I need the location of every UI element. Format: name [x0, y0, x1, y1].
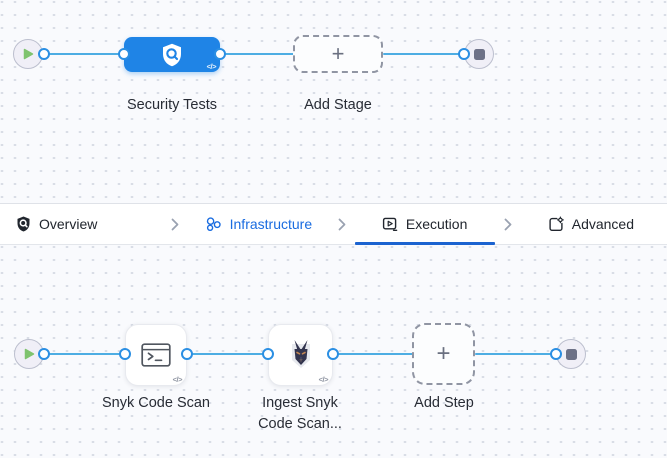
code-badge: </> [206, 61, 217, 71]
pipeline-end-node [464, 39, 494, 69]
snyk-dog-icon [291, 340, 310, 368]
tab-advanced[interactable]: Advanced [515, 204, 667, 244]
step-node-snyk-code-scan[interactable]: </> [125, 324, 187, 386]
start-out-port[interactable] [38, 48, 50, 60]
execution-step-canvas: </> Snyk Code Scan </> Ingest Snyk Code … [0, 245, 667, 458]
chevron-right-icon [501, 204, 515, 244]
stage-out-port[interactable] [214, 48, 226, 60]
stage-node-security-tests[interactable]: </> [124, 37, 220, 72]
play-icon [23, 48, 33, 60]
connector-line [383, 52, 464, 56]
tab-label: Overview [39, 216, 98, 232]
code-badge: </> [172, 374, 183, 384]
chevron-right-icon [168, 204, 182, 244]
step-out-port[interactable] [327, 348, 339, 360]
stage-in-port[interactable] [118, 48, 130, 60]
step-in-port[interactable] [262, 348, 274, 360]
stage-label: Security Tests [127, 97, 217, 113]
code-badge: </> [318, 374, 329, 384]
tab-label: Execution [405, 216, 468, 232]
tab-label: Advanced [571, 216, 635, 232]
infrastructure-icon [206, 216, 221, 231]
execution-play-icon [382, 217, 398, 231]
plus-icon: + [436, 340, 451, 367]
step-label-line2: Code Scan... [258, 416, 342, 432]
connector-line [333, 352, 413, 356]
plus-icon: + [331, 41, 345, 66]
tab-infrastructure[interactable]: Infrastructure [182, 204, 334, 244]
add-stage-button[interactable]: + [293, 35, 383, 73]
play-icon [24, 348, 34, 360]
chevron-right-icon [335, 204, 349, 244]
connector-line [187, 352, 269, 356]
step-out-port[interactable] [181, 348, 193, 360]
connector-line [220, 52, 295, 56]
tab-execution[interactable]: Execution [349, 204, 501, 245]
add-step-label: Add Step [414, 395, 474, 411]
stage-config-tab-bar: Overview Infrastructure Execution Advanc… [0, 203, 667, 245]
step-label-line1: Ingest Snyk [262, 395, 338, 411]
step-label: Snyk Code Scan [101, 395, 210, 411]
shield-scan-icon [163, 43, 181, 66]
add-step-button[interactable]: + [412, 323, 475, 385]
end-in-port[interactable] [458, 48, 470, 60]
step-label: Ingest Snyk Code Scan... [215, 393, 385, 435]
connector-line [40, 52, 126, 56]
add-stage-label: Add Stage [304, 97, 372, 113]
stop-icon [473, 48, 485, 60]
terminal-icon [141, 343, 171, 367]
step-node-ingest-snyk[interactable]: </> [268, 324, 333, 386]
start-out-port[interactable] [38, 348, 50, 360]
connector-line [475, 352, 553, 356]
connector-line [40, 352, 126, 356]
advanced-gear-icon [549, 216, 564, 231]
step-in-port[interactable] [119, 348, 131, 360]
shield-scan-icon [17, 216, 30, 232]
tab-label: Infrastructure [229, 216, 313, 232]
tab-overview[interactable]: Overview [0, 204, 168, 244]
end-in-port[interactable] [550, 348, 562, 360]
stage-pipeline-canvas: </> Security Tests + Add Stage [0, 0, 667, 203]
stop-icon [565, 348, 577, 360]
